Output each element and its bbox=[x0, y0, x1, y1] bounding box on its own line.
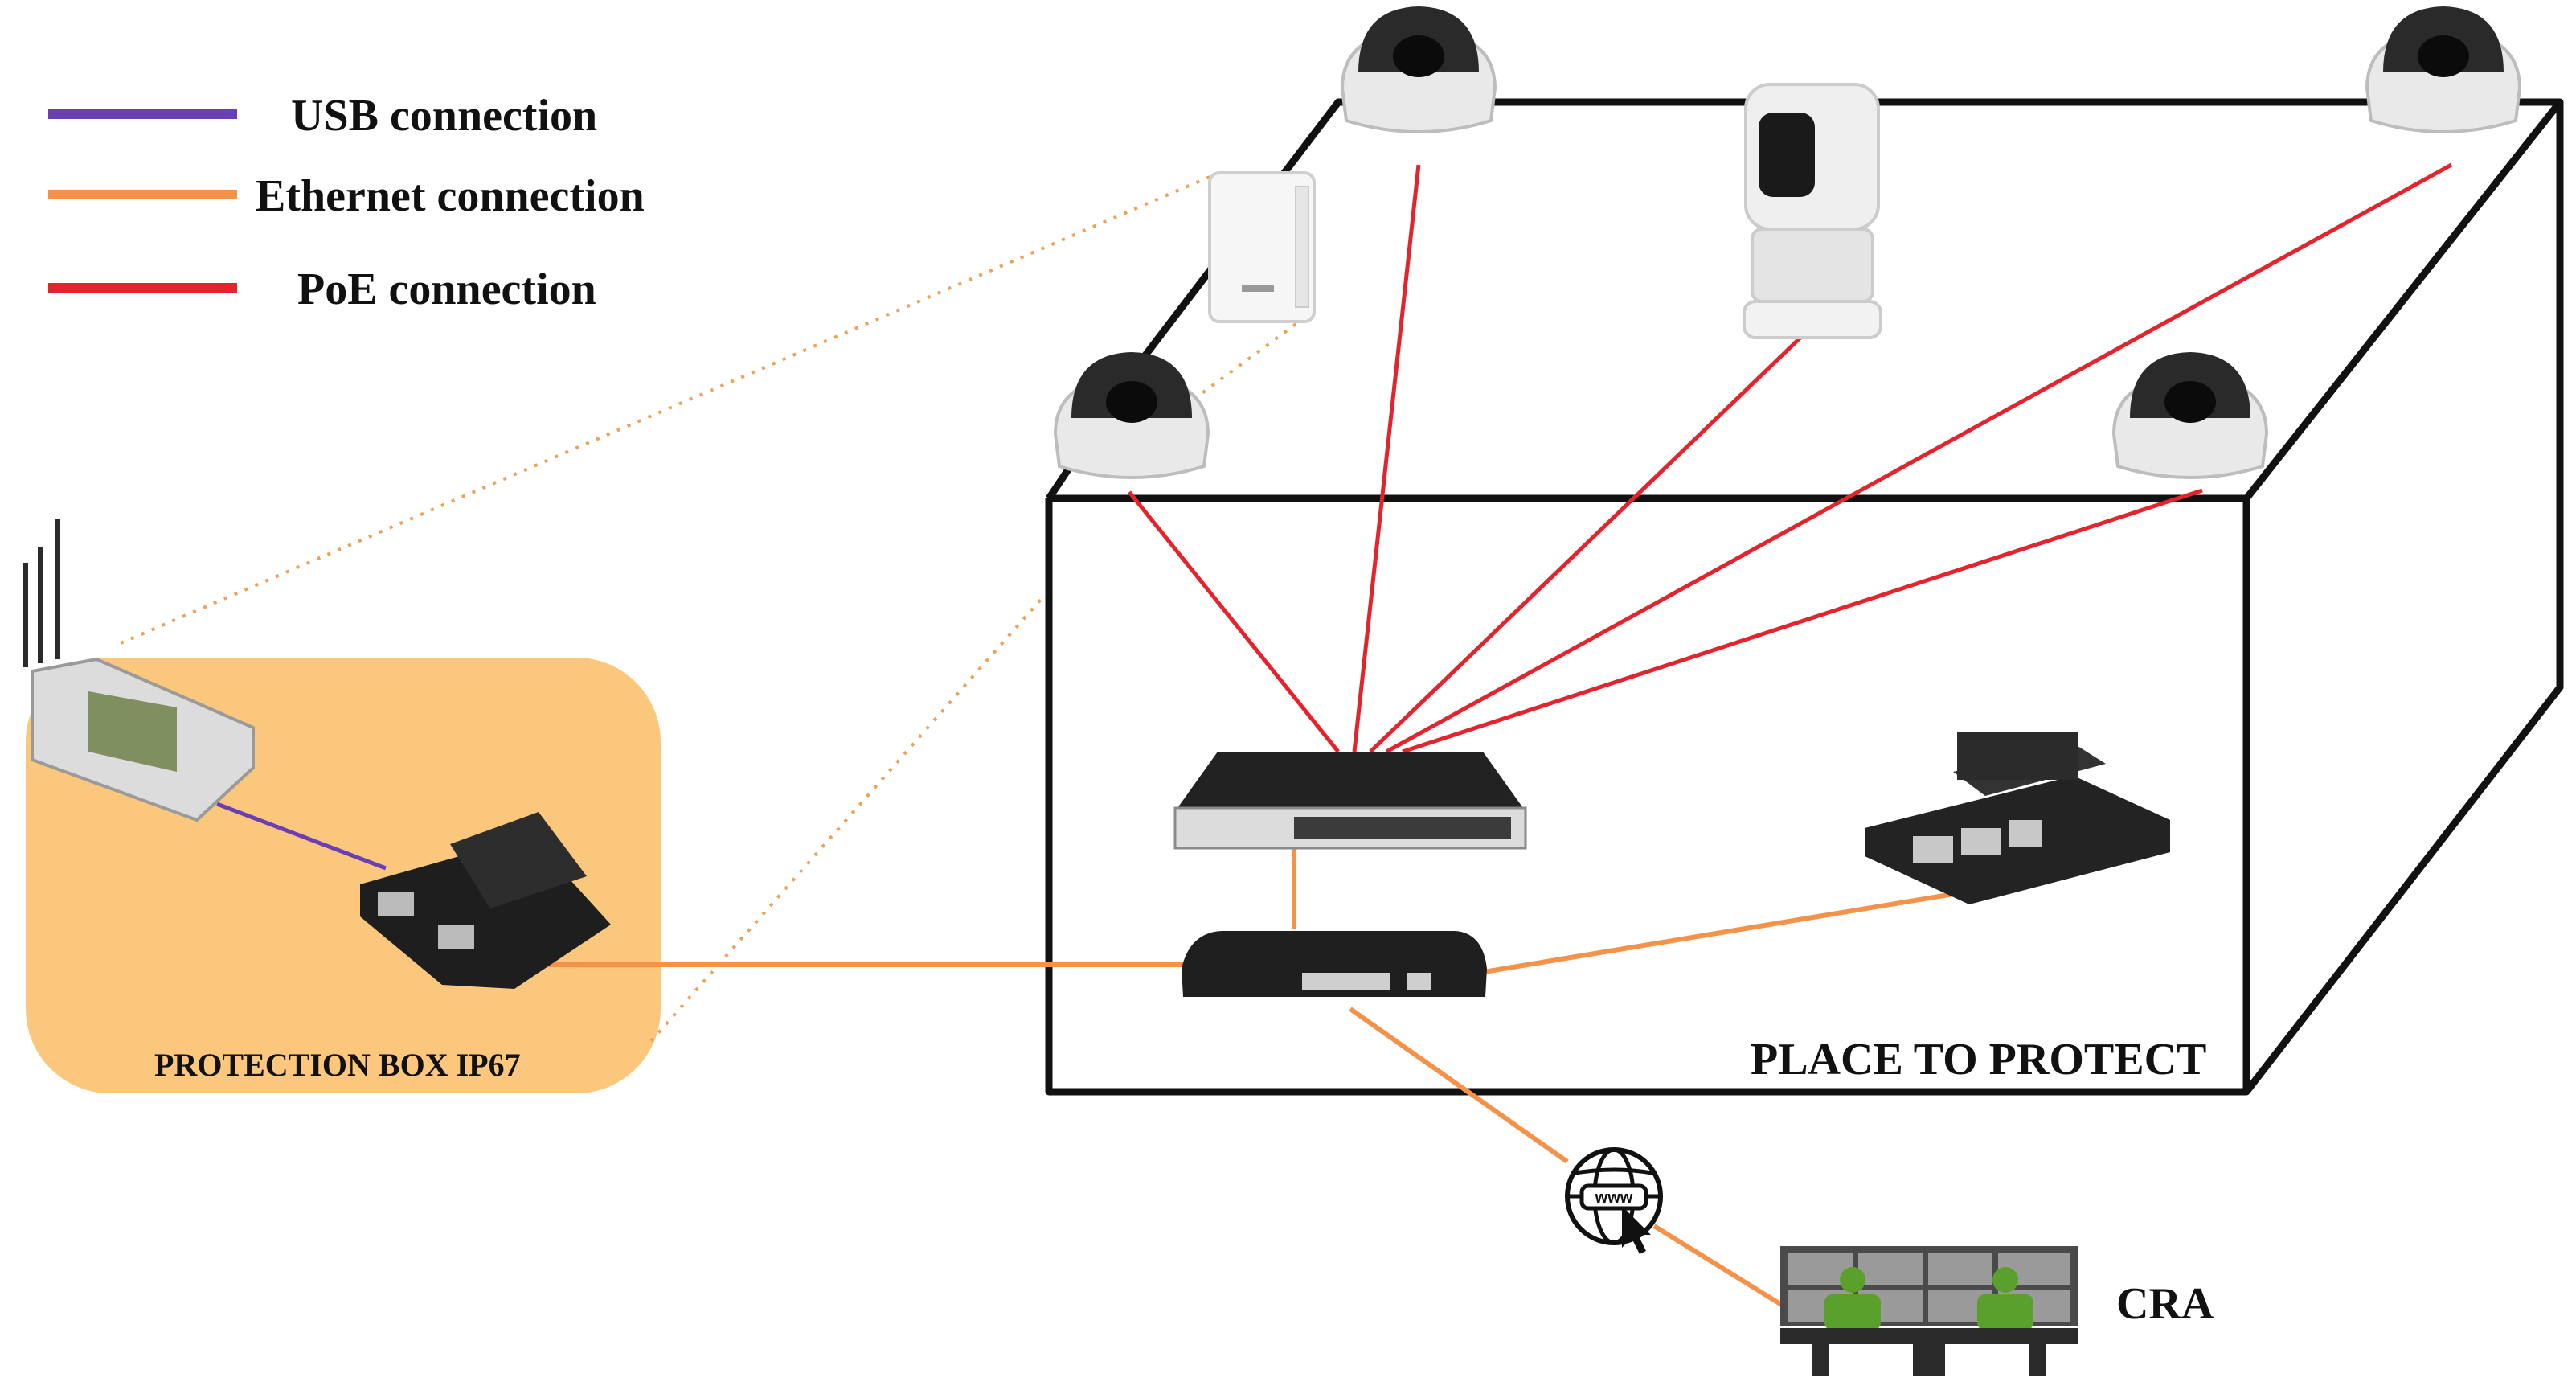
embedded-board-main bbox=[1865, 732, 2170, 904]
ethernet-connections bbox=[534, 848, 2022, 1309]
dome-camera-front-left bbox=[1053, 352, 1210, 479]
gateway-with-antennas bbox=[23, 519, 255, 822]
poe-switch bbox=[1173, 752, 1527, 850]
legend-poe-label: PoE connection bbox=[297, 264, 596, 314]
outdoor-enclosure bbox=[1208, 171, 1316, 323]
usb-connection bbox=[216, 802, 387, 871]
dome-camera-back-right bbox=[2365, 6, 2522, 133]
place-to-protect-label: PLACE TO PROTECT bbox=[1751, 1035, 2206, 1085]
dome-camera-front-right bbox=[2111, 352, 2269, 479]
embedded-board-box bbox=[360, 812, 611, 989]
globe-www-label: www bbox=[1595, 1189, 1633, 1207]
control-room-label: CRA bbox=[2116, 1279, 2214, 1329]
router bbox=[1182, 931, 1487, 997]
projection-lines bbox=[120, 175, 1312, 1043]
legend-usb-label: USB connection bbox=[291, 91, 597, 141]
legend-ethernet-label: Ethernet connection bbox=[256, 171, 645, 221]
protection-box-label: PROTECTION BOX IP67 bbox=[154, 1047, 521, 1083]
poe-connections bbox=[1128, 162, 2453, 754]
globe-icon: www bbox=[1565, 1147, 1663, 1254]
legend: USB connection Ethernet connection PoE c… bbox=[48, 91, 645, 314]
dome-camera-back-left bbox=[1340, 6, 1497, 133]
ptz-camera bbox=[1743, 83, 1882, 339]
control-room-icon bbox=[1780, 1246, 2078, 1376]
